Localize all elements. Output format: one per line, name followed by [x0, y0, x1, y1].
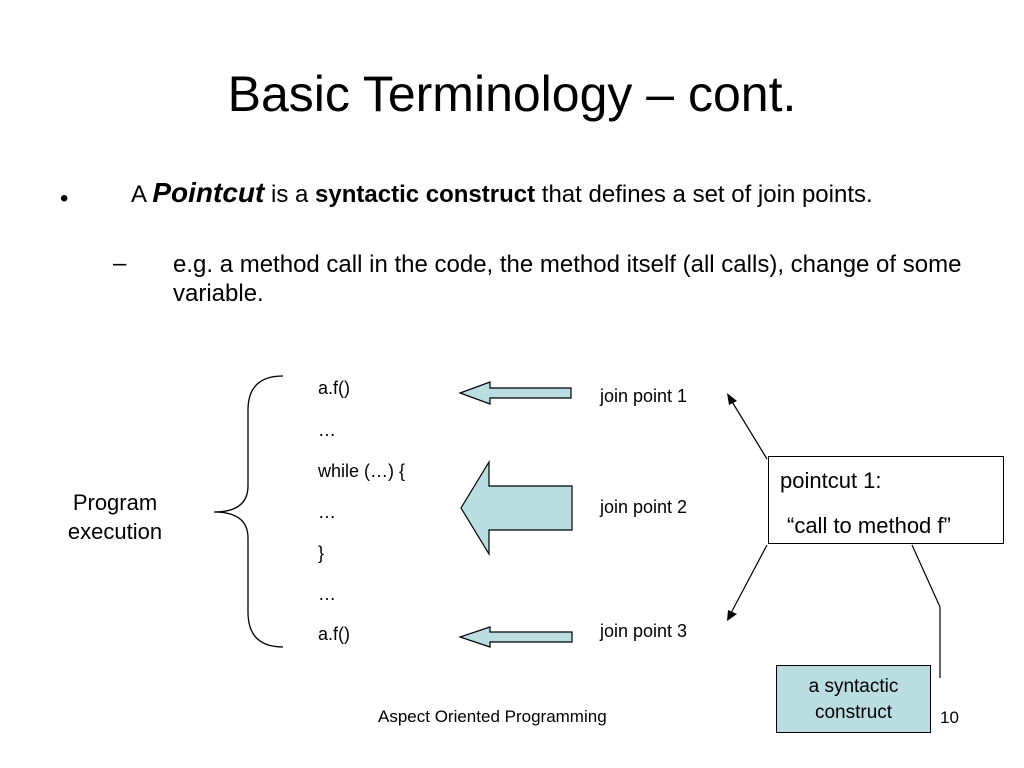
example-text: e.g. a method call in the code, the meth… — [173, 251, 962, 307]
program-execution-label: Program execution — [67, 490, 163, 544]
definition-prefix: A — [131, 181, 153, 208]
pointcut-term: Pointcut — [152, 177, 265, 208]
bullet-marker: • — [60, 185, 69, 212]
arrow-join-point-1 — [458, 381, 572, 405]
callout-connector — [911, 544, 941, 678]
page-number: 10 — [940, 708, 959, 727]
sub-bullet-marker: – — [113, 250, 127, 277]
code-line: a.f() — [318, 624, 351, 644]
code-line: while (…) { — [318, 461, 406, 481]
pointcut-box — [768, 456, 1004, 544]
pointcut-name: pointcut 1: — [780, 468, 882, 493]
syntactic-construct-term: syntactic construct — [315, 181, 536, 208]
syntactic-construct-callout — [776, 665, 931, 733]
code-line: } — [318, 543, 325, 563]
arrow-join-point-3 — [458, 626, 573, 648]
definition-suffix: that defines a set of join points. — [535, 181, 873, 208]
syntactic-construct-label: a syntactic construct — [808, 676, 899, 723]
code-line: … — [318, 502, 336, 522]
code-line: … — [318, 420, 336, 440]
slide-title: Basic Terminology – cont. — [227, 66, 797, 122]
pointer-to-join-point-1 — [727, 393, 768, 460]
program-brace — [213, 375, 284, 648]
code-line: a.f() — [318, 378, 351, 398]
join-point-1-label: join point 1 — [600, 386, 688, 406]
pointcut-definition: A Pointcut is a syntactic construct that… — [131, 178, 961, 210]
join-point-2-label: join point 2 — [600, 497, 688, 517]
join-point-3-label: join point 3 — [600, 621, 688, 641]
definition-middle: is a — [264, 181, 316, 208]
pointer-to-join-point-3 — [727, 544, 768, 621]
pointcut-expression: “call to method f” — [787, 513, 951, 538]
footer-title: Aspect Oriented Programming — [378, 707, 607, 726]
code-line: … — [318, 584, 336, 604]
arrow-join-point-2 — [460, 459, 573, 557]
